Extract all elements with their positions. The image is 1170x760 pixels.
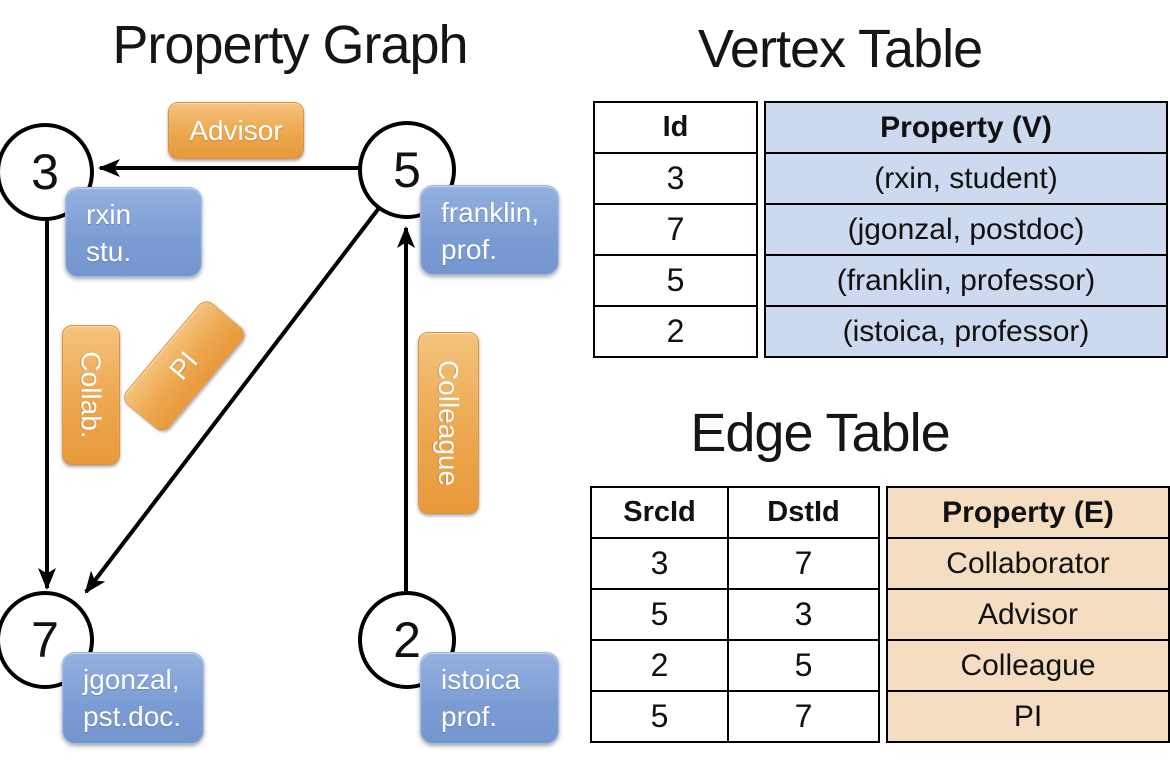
edge-table: SrcId DstId 3 7 5 3 2 5 5 7 Property (E)… <box>590 486 1170 743</box>
vertex-col-property: Property (V) <box>764 101 1168 154</box>
vertex-table-property-column: Property (V) (rxin, student) (jgonzal, p… <box>764 101 1168 358</box>
edge-label-collab: Collab. <box>62 325 120 465</box>
edge-label-colleague: Colleague <box>418 332 479 514</box>
vertex-table-title: Vertex Table <box>697 19 983 79</box>
edge-row-property: Colleague <box>886 639 1170 692</box>
edge-row-srcid: 5 <box>590 588 729 641</box>
property-box-jgonzal: jgonzal, pst.doc. <box>62 652 204 744</box>
property-box-rxin: rxin stu. <box>65 187 202 277</box>
edge-row-srcid: 5 <box>590 690 729 743</box>
edge-col-dstid: DstId <box>727 486 880 539</box>
vertex-col-id: Id <box>593 101 758 154</box>
edge-row-property: PI <box>886 690 1170 743</box>
property-box-franklin: franklin, prof. <box>420 185 559 275</box>
vertex-row-id: 7 <box>593 203 758 256</box>
edge-table-title: Edge Table <box>690 403 950 463</box>
edge-col-srcid: SrcId <box>590 486 729 539</box>
vertex-row-property: (franklin, professor) <box>764 254 1168 307</box>
edge-row-property: Advisor <box>886 588 1170 641</box>
edge-row-srcid: 3 <box>590 537 729 590</box>
node-5-label: 5 <box>393 142 421 198</box>
edge-row-dstid: 7 <box>727 537 880 590</box>
vertex-row-property: (jgonzal, postdoc) <box>764 203 1168 256</box>
node-2-label: 2 <box>393 612 421 668</box>
edge-row-dstid: 7 <box>727 690 880 743</box>
edge-row-dstid: 5 <box>727 639 880 692</box>
vertex-row-property: (rxin, student) <box>764 152 1168 205</box>
property-graph-title: Property Graph <box>112 15 468 75</box>
vertex-table: Id 3 7 5 2 Property (V) (rxin, student) … <box>593 101 1168 358</box>
vertex-row-id: 5 <box>593 254 758 307</box>
edge-row-property: Collaborator <box>886 537 1170 590</box>
node-7-label: 7 <box>31 612 59 668</box>
edge-label-advisor: Advisor <box>168 102 304 159</box>
edge-table-property-column: Property (E) Collaborator Advisor Collea… <box>886 486 1170 743</box>
edge-pi-line <box>84 206 381 594</box>
edge-row-srcid: 2 <box>590 639 729 692</box>
property-box-istoica: istoica prof. <box>420 652 559 744</box>
vertex-row-id: 2 <box>593 305 758 358</box>
edge-col-property: Property (E) <box>886 486 1170 539</box>
node-3-label: 3 <box>31 144 59 200</box>
edge-row-dstid: 3 <box>727 588 880 641</box>
vertex-row-property: (istoica, professor) <box>764 305 1168 358</box>
vertex-row-id: 3 <box>593 152 758 205</box>
edge-table-id-columns: SrcId DstId 3 7 5 3 2 5 5 7 <box>590 486 880 743</box>
vertex-table-id-column: Id 3 7 5 2 <box>593 101 758 358</box>
